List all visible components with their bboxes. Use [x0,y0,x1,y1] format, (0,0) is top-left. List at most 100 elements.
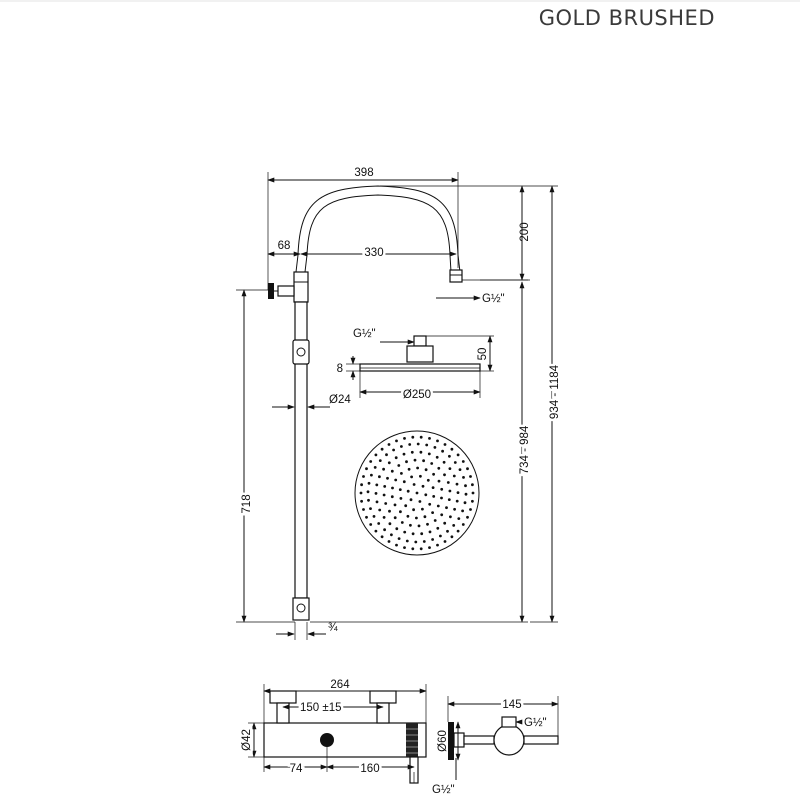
wall-flange [448,722,454,760]
nozzle-dot [410,450,414,454]
nozzle-dot [425,443,429,447]
nozzle-dot [386,476,389,480]
nozzle-dot [404,504,408,508]
nozzle-dot [413,458,417,462]
nozzle-dot [421,484,425,488]
nozzle-dot [419,450,423,454]
dim-24-label: Ø24 [329,394,351,406]
nozzle-dot [387,443,391,446]
mixer-inlet-left-nut [269,690,297,704]
nozzle-dot [428,530,432,534]
nozzle-dot [383,528,386,532]
dim-bar-length: 718 [236,289,295,623]
dim-200-label: 200 [519,222,531,241]
nozzle-dot [383,485,387,488]
nozzle-dot [365,515,368,519]
nozzle-dot [380,447,384,451]
nozzle-dot [440,487,444,491]
nozzle-dot [378,508,382,512]
nozzle-dot [450,447,454,451]
nozzle-dot [433,446,437,449]
dim-arm-inner: 330 [300,245,457,262]
nozzle-dot [469,508,472,511]
nozzle-dot [405,460,408,464]
nozzle-dot [388,509,391,513]
nozzle-dot [366,490,370,494]
nozzle-dot [443,473,446,477]
dim-mixer-width: 264 [263,677,427,723]
nozzle-dot [443,443,447,446]
nozzle-dot [374,529,378,533]
dim-side-depth: 145 [447,696,559,736]
dim-734-984-label: 734 - 984 [519,425,531,474]
nozzle-dot [469,475,472,478]
nozzle-dot [360,483,363,487]
side-thread-bottom-callout: G½" [432,758,457,796]
nozzle-dot [370,473,373,477]
nozzle-dot [448,454,451,458]
dim-160-label: 160 [360,763,379,775]
nozzle-dot [399,497,403,500]
nozzle-dot [471,483,474,487]
dim-718-label: 718 [241,494,253,513]
dim-head-height: 50 [426,335,494,372]
nozzle-dot [406,489,410,493]
nozzle-dot [446,529,449,533]
nozzle-dot [403,530,407,534]
nozzle-dot [382,467,385,471]
nozzle-dot [405,539,409,543]
nozzle-dot [440,513,444,517]
nozzle-dot [365,467,368,471]
nozzle-dot [433,519,437,522]
nozzle-dot [441,449,444,453]
nozzle-dot [431,511,434,514]
nozzle-dot [393,503,397,507]
nozzle-dot [446,481,450,484]
nozzle-dot [411,532,415,536]
nozzle-dot [432,472,435,476]
dim-side-diameter: Ø60 [437,721,461,761]
nozzle-dot [461,509,464,513]
nozzle-dot [382,516,386,519]
nozzle-dot [416,442,420,446]
side-handle [523,735,559,745]
nozzle-dot [424,493,428,497]
head-joint [406,345,434,363]
nozzle-dot [369,460,373,463]
nozzle-dot [455,499,459,503]
nozzle-dot [367,481,371,485]
nozzle-dot [422,540,426,543]
nozzle-dot [416,466,419,470]
dim-height-range-2: 934 - 1184 [530,185,564,623]
dim-height-range-1: 734 - 984 [310,279,534,623]
nozzle-dot [374,492,378,495]
nozzle-dot [432,495,436,498]
dim-pipe-diameter: Ø24 [272,394,351,410]
dim-head-diameter: Ø250 [359,371,481,404]
nozzle-dot [436,504,440,508]
head-profile [359,363,481,372]
nozzle-dot [390,533,393,537]
dim-three-quarter-label: ¾ [328,622,338,634]
side-thread-top-callout: G½" [515,717,547,729]
nozzle-dot [393,516,397,520]
nozzle-dot [409,523,412,527]
nozzle-dot [435,455,439,459]
nozzle-dot [387,540,391,543]
nozzle-dot [384,502,388,505]
nozzle-dot [457,517,461,520]
dim-50-label: 50 [477,348,489,361]
nozzle-dot [394,478,398,482]
nozzle-dot [437,466,441,470]
nozzle-dot [453,461,457,464]
head-face-outline [354,430,480,556]
nozzle-dot [407,467,411,471]
nozzle-dot [437,479,441,483]
wall-bracket-plate [268,283,274,299]
nozzle-dot [387,461,391,465]
upper-connector [293,271,309,303]
nozzle-dot [414,540,418,544]
nozzle-dot [431,486,435,489]
nozzle-dot [455,482,459,486]
